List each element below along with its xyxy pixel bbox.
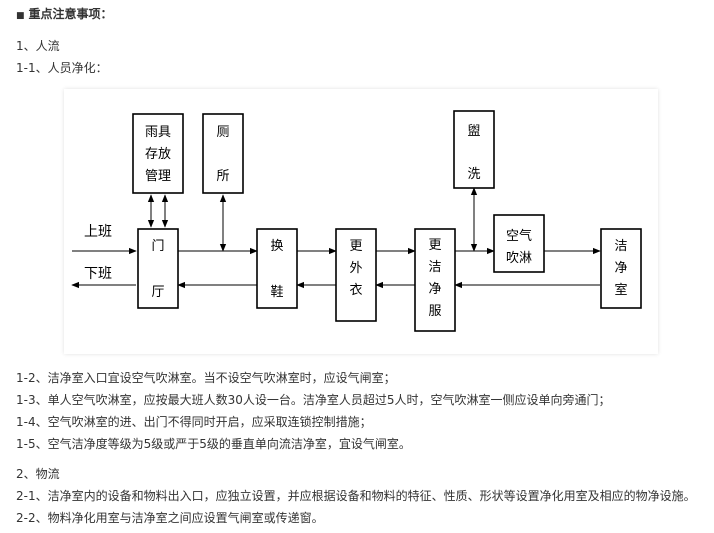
box-air-shower	[493, 214, 545, 273]
note-1-5: 1-5、空气洁净度等级为5级或严于5级的垂直单向流洁净室，宜设气闸室。	[16, 437, 411, 451]
section-people-cleaning: 1-1、人员净化：	[16, 61, 108, 75]
note-1-4: 1-4、空气吹淋室的进、出门不得同时开启，应采取连锁控制措施；	[16, 415, 372, 429]
box-clean-suit	[414, 228, 456, 332]
box-rain-gear-line-2: 存放	[145, 147, 171, 162]
note-2-2: 2-2、物料净化用室与洁净室之间应设置气闸室或传递窗。	[16, 511, 324, 525]
note-2-1: 2-1、洁净室内的设备和物料出入口，应独立设置，并应根据设备和物料的特征、性质、…	[16, 489, 696, 503]
box-wash-line-2: 洗	[467, 167, 480, 182]
box-hall-line-2: 厅	[151, 285, 164, 300]
box-rain-gear-line-1: 雨具	[145, 125, 171, 140]
box-toilet-line-1: 厕	[216, 125, 229, 140]
box-shoes-line-2: 鞋	[270, 284, 283, 300]
box-entrance-hall	[137, 228, 179, 309]
box-shoe-change	[256, 228, 298, 309]
note-1-3: 1-3、单人空气吹淋室，应按最大班人数30人设一台。洁净室人员超过5人时，空气吹…	[16, 393, 611, 407]
box-room-line-1: 洁	[614, 239, 627, 254]
box-suit-line-1: 更	[428, 238, 441, 253]
label-off-duty: 下班	[84, 266, 112, 282]
label-on-duty: 上班	[84, 224, 112, 240]
section-people-flow: 1、人流	[16, 39, 60, 53]
personnel-flow-diagram: 上班 下班 雨具 存放 管理 厕 所 门 厅 换 鞋 更 外 衣 更 洁 净 服…	[64, 89, 658, 354]
box-toilet-line-2: 所	[216, 169, 229, 184]
box-washroom	[453, 110, 495, 189]
box-suit-line-3: 净	[428, 282, 441, 297]
section-material-flow: 2、物流	[16, 467, 60, 481]
heading-text: 重点注意事项：	[28, 7, 113, 21]
heading-square-icon: ■	[16, 11, 25, 21]
box-outer-line-1: 更	[349, 239, 362, 254]
box-toilet	[202, 113, 244, 194]
box-shower-line-2: 吹淋	[506, 251, 532, 266]
box-wash-line-1: 盥	[467, 124, 480, 139]
box-clean-room	[600, 228, 642, 309]
box-shower-line-1: 空气	[506, 228, 532, 244]
page-heading: ■重点注意事项：	[16, 6, 113, 24]
note-1-2: 1-2、洁净室入口宜设空气吹淋室。当不设空气吹淋室时，应设气闸室；	[16, 371, 396, 385]
box-rain-gear-storage	[132, 113, 184, 194]
box-outer-line-3: 衣	[349, 282, 362, 298]
box-outer-clothes	[335, 228, 377, 322]
box-room-line-3: 室	[614, 282, 627, 298]
box-rain-gear-line-3: 管理	[145, 169, 171, 184]
box-hall-line-1: 门	[151, 239, 164, 254]
box-suit-line-2: 洁	[428, 260, 441, 275]
box-suit-line-4: 服	[428, 304, 441, 319]
box-room-line-2: 净	[614, 261, 627, 276]
box-outer-line-2: 外	[349, 261, 362, 276]
box-shoes-line-1: 换	[270, 239, 283, 254]
